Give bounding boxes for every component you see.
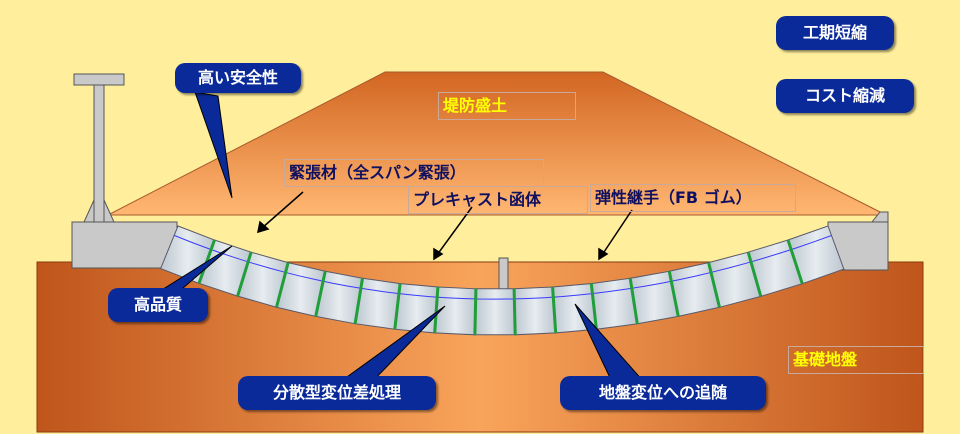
joint-arrow — [601, 209, 633, 256]
elastic-joint — [314, 270, 327, 317]
elastic-joint — [512, 288, 517, 335]
high-safety-badge: 高い安全性 — [175, 63, 301, 93]
tension-tendon-line — [174, 234, 832, 300]
elastic-joint — [707, 262, 721, 308]
elastic-joint — [628, 278, 639, 325]
elastic-joint — [353, 278, 364, 324]
precast-arrowhead — [433, 247, 444, 261]
elastic-joint — [786, 239, 804, 285]
precast-culvert-segments — [159, 225, 845, 336]
distributed-displacement-badge: 分散型変位差処理 — [238, 376, 436, 410]
ground-displacement-follow-badge: 地盤変位への追随 — [560, 376, 766, 410]
embankment — [107, 71, 887, 216]
tension-arrow — [261, 191, 304, 229]
elastic-joint — [236, 251, 253, 297]
elastic-joint — [473, 288, 478, 335]
elastic-joint — [393, 283, 402, 330]
cost-reduction-badge: コスト縮減 — [776, 79, 914, 113]
high-quality-badge: 高品質 — [108, 288, 208, 322]
elastic-joint — [433, 286, 440, 334]
precast-arrow — [436, 206, 473, 256]
culvert-segment — [394, 283, 439, 334]
culvert-segment — [474, 288, 516, 336]
embankment-label: 堤防盛土 — [438, 92, 576, 120]
elastic-joints — [197, 239, 804, 335]
tension-arrowhead — [257, 220, 270, 234]
elastic-joint — [551, 286, 558, 334]
precast-box-label: プレキャスト函体 — [408, 186, 588, 214]
foundation-ground-label: 基礎地盤 — [788, 346, 924, 374]
joint-arrowhead — [598, 247, 609, 261]
elastic-joint — [275, 262, 290, 308]
tension-material-label: 緊張材（全スパン緊張） — [284, 159, 544, 187]
elastic-joint-label: 弾性継手（FB ゴム） — [590, 184, 796, 212]
elastic-joint — [589, 283, 598, 330]
safety-callout-tail — [194, 91, 233, 199]
left-abutment — [71, 73, 178, 269]
schedule-reduction-badge: 工期短縮 — [776, 16, 894, 50]
elastic-joint — [746, 251, 763, 297]
elastic-joint — [667, 271, 680, 317]
culvert-segment — [513, 286, 557, 336]
